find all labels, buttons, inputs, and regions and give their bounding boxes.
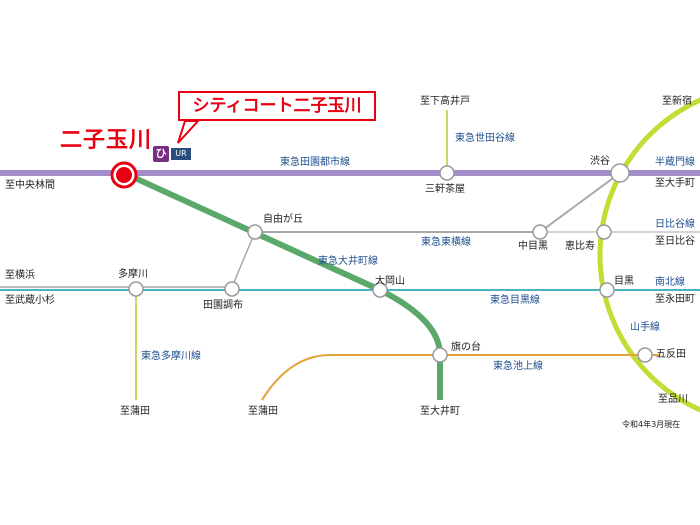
station-marker-jiyugaoka (247, 224, 263, 240)
station-marker-sangenjaya (439, 165, 455, 181)
line-label-yamanote: 山手線 (630, 322, 660, 333)
home-station-title: 二子玉川 (60, 128, 153, 153)
line-label-hanzomon: 半蔵門線 (655, 157, 695, 168)
dest-shinjuku: 至新宿 (662, 96, 692, 107)
toyoko-line (255, 172, 621, 233)
station-label-jiyugaoka: 自由が丘 (263, 214, 303, 225)
line-label-toyoko: 東急東横線 (421, 237, 471, 248)
station-label-shibuya: 渋谷 (590, 156, 610, 167)
station-marker-ebisu (596, 224, 612, 240)
station-marker-hatanodai (432, 347, 448, 363)
ur-logo: ひ UR (153, 146, 191, 162)
dest-nagatacho: 至永田町 (655, 294, 695, 305)
toyoko-line-west (0, 231, 256, 288)
ur-logo-text: UR (171, 148, 191, 160)
station-label-nakameguro: 中目黒 (518, 241, 548, 252)
dest-hibiya: 至日比谷 (655, 236, 695, 247)
station-marker-meguro (599, 282, 615, 298)
station-label-meguro: 目黒 (614, 276, 634, 287)
yamanote-line (597, 97, 700, 413)
ur-logo-mark-icon: ひ (153, 146, 169, 162)
line-label-meguro: 東急目黒線 (490, 295, 540, 306)
date-note: 令和4年3月現在 (622, 420, 681, 429)
dest-kamata-tamagawa: 至蒲田 (120, 406, 150, 417)
station-label-ebisu: 恵比寿 (565, 241, 595, 252)
station-label-denenchofu: 田園調布 (203, 300, 243, 311)
station-marker-nakameguro (532, 224, 548, 240)
station-label-sangenjaya: 三軒茶屋 (425, 184, 465, 195)
line-label-denentoshi: 東急田園都市線 (280, 157, 350, 168)
line-label-tamagawa: 東急多摩川線 (141, 351, 201, 362)
line-label-hibiya: 日比谷線 (655, 219, 695, 230)
station-marker-futakotamagawa-inner (116, 167, 132, 183)
line-label-setagaya: 東急世田谷線 (455, 133, 515, 144)
dest-otemachi: 至大手町 (655, 178, 695, 189)
dest-musashikosugi: 至武蔵小杉 (5, 295, 55, 306)
line-label-ikegami: 東急池上線 (493, 361, 543, 372)
property-callout: シティコート二子玉川 (178, 91, 376, 121)
station-marker-tamagawa (128, 281, 144, 297)
line-label-nanboku: 南北線 (655, 277, 685, 288)
dest-shinagawa: 至品川 (658, 394, 688, 405)
callout-pointer (177, 120, 201, 144)
station-marker-ookayama (372, 282, 388, 298)
dest-chuorinkan: 至中央林間 (5, 180, 55, 191)
dest-yokohama: 至横浜 (5, 270, 35, 281)
station-label-tamagawa: 多摩川 (118, 269, 148, 280)
station-marker-gotanda (637, 347, 653, 363)
dest-kamata-ikegami: 至蒲田 (248, 406, 278, 417)
line-label-oimachi: 東急大井町線 (318, 256, 378, 267)
dest-shimotakaido: 至下高井戸 (420, 96, 470, 107)
dest-oimachi: 至大井町 (420, 406, 460, 417)
station-label-ookayama: 大岡山 (375, 276, 405, 287)
station-marker-denenchofu (224, 281, 240, 297)
station-label-gotanda: 五反田 (656, 349, 686, 360)
ikegami-line (261, 354, 660, 401)
station-label-hatanodai: 旗の台 (451, 342, 481, 353)
station-marker-shibuya (610, 163, 630, 183)
